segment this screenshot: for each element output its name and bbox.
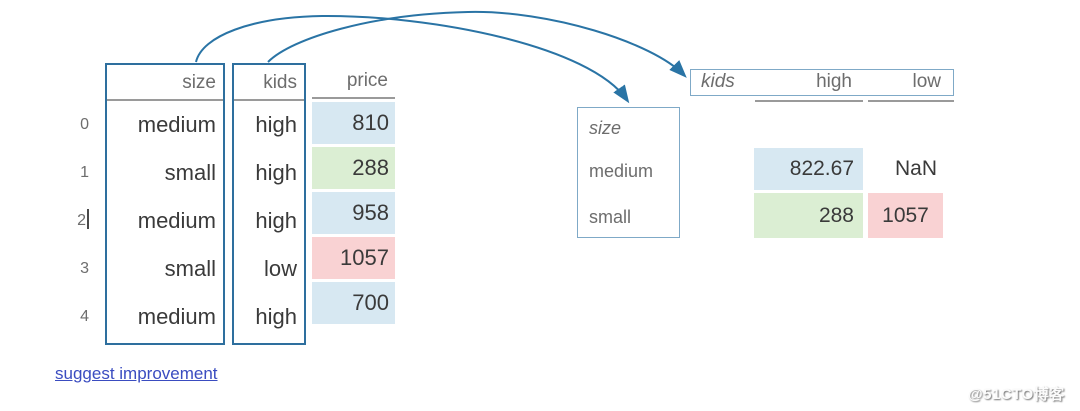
pivot-header-low: low bbox=[912, 71, 941, 92]
pivot-header-high: high bbox=[816, 71, 852, 92]
source-price-column: price 810 288 958 1057 700 bbox=[312, 63, 395, 327]
row-index-4: 4 bbox=[80, 308, 89, 325]
size-cell-3: small bbox=[164, 256, 216, 281]
pivot-cell-medium-high: 822.67 bbox=[754, 148, 863, 190]
kids-cell-4: high bbox=[255, 304, 297, 329]
source-kids-column-box: kids high high high low high bbox=[232, 63, 306, 345]
pivot-cell-small-high: 288 bbox=[754, 193, 863, 238]
source-table-index-column: 0 1 2 3 4 bbox=[60, 63, 100, 341]
kids-column-header: kids bbox=[234, 65, 304, 101]
kids-cell-1: high bbox=[255, 160, 297, 185]
row-index-3: 3 bbox=[80, 260, 89, 277]
pivot-column-index-name: kids bbox=[701, 71, 735, 92]
text-caret bbox=[87, 209, 89, 229]
size-column-header: size bbox=[107, 65, 223, 101]
row-index-1: 1 bbox=[80, 164, 89, 181]
price-cell-1: 288 bbox=[312, 147, 395, 189]
high-column-underline bbox=[755, 100, 863, 102]
pivot-row-index-name: size bbox=[589, 118, 622, 138]
price-column-header: price bbox=[312, 63, 395, 99]
51cto-watermark: @51CTO博客 bbox=[968, 386, 1065, 403]
size-cell-1: small bbox=[164, 160, 216, 185]
pivot-cell-medium-low: NaN bbox=[894, 157, 937, 180]
source-size-column-box: size medium small medium small medium bbox=[105, 63, 225, 345]
price-cell-0: 810 bbox=[312, 102, 395, 144]
suggest-improvement-link[interactable]: suggest improvement bbox=[55, 364, 218, 383]
size-cell-2: medium bbox=[137, 208, 216, 233]
size-cell-0: medium bbox=[137, 112, 216, 137]
pivot-row-index-box: size medium small bbox=[577, 107, 680, 238]
kids-cell-3: low bbox=[263, 256, 297, 281]
index-header-spacer bbox=[60, 63, 100, 101]
price-cell-4: 700 bbox=[312, 282, 395, 324]
pivot-row-label-medium: medium bbox=[589, 161, 654, 181]
pivot-row-label-small: small bbox=[589, 207, 632, 227]
low-column-underline bbox=[868, 100, 954, 102]
price-cell-3: 1057 bbox=[312, 237, 395, 279]
size-cell-4: medium bbox=[137, 304, 216, 329]
row-index-0: 0 bbox=[80, 116, 89, 133]
kids-cell-2: high bbox=[255, 208, 297, 233]
pivot-cell-small-low: 1057 bbox=[868, 193, 943, 238]
price-cell-2: 958 bbox=[312, 192, 395, 234]
kids-cell-0: high bbox=[255, 112, 297, 137]
pivot-column-header-box: kids high low bbox=[690, 69, 954, 96]
row-index-2: 2 bbox=[60, 197, 100, 245]
